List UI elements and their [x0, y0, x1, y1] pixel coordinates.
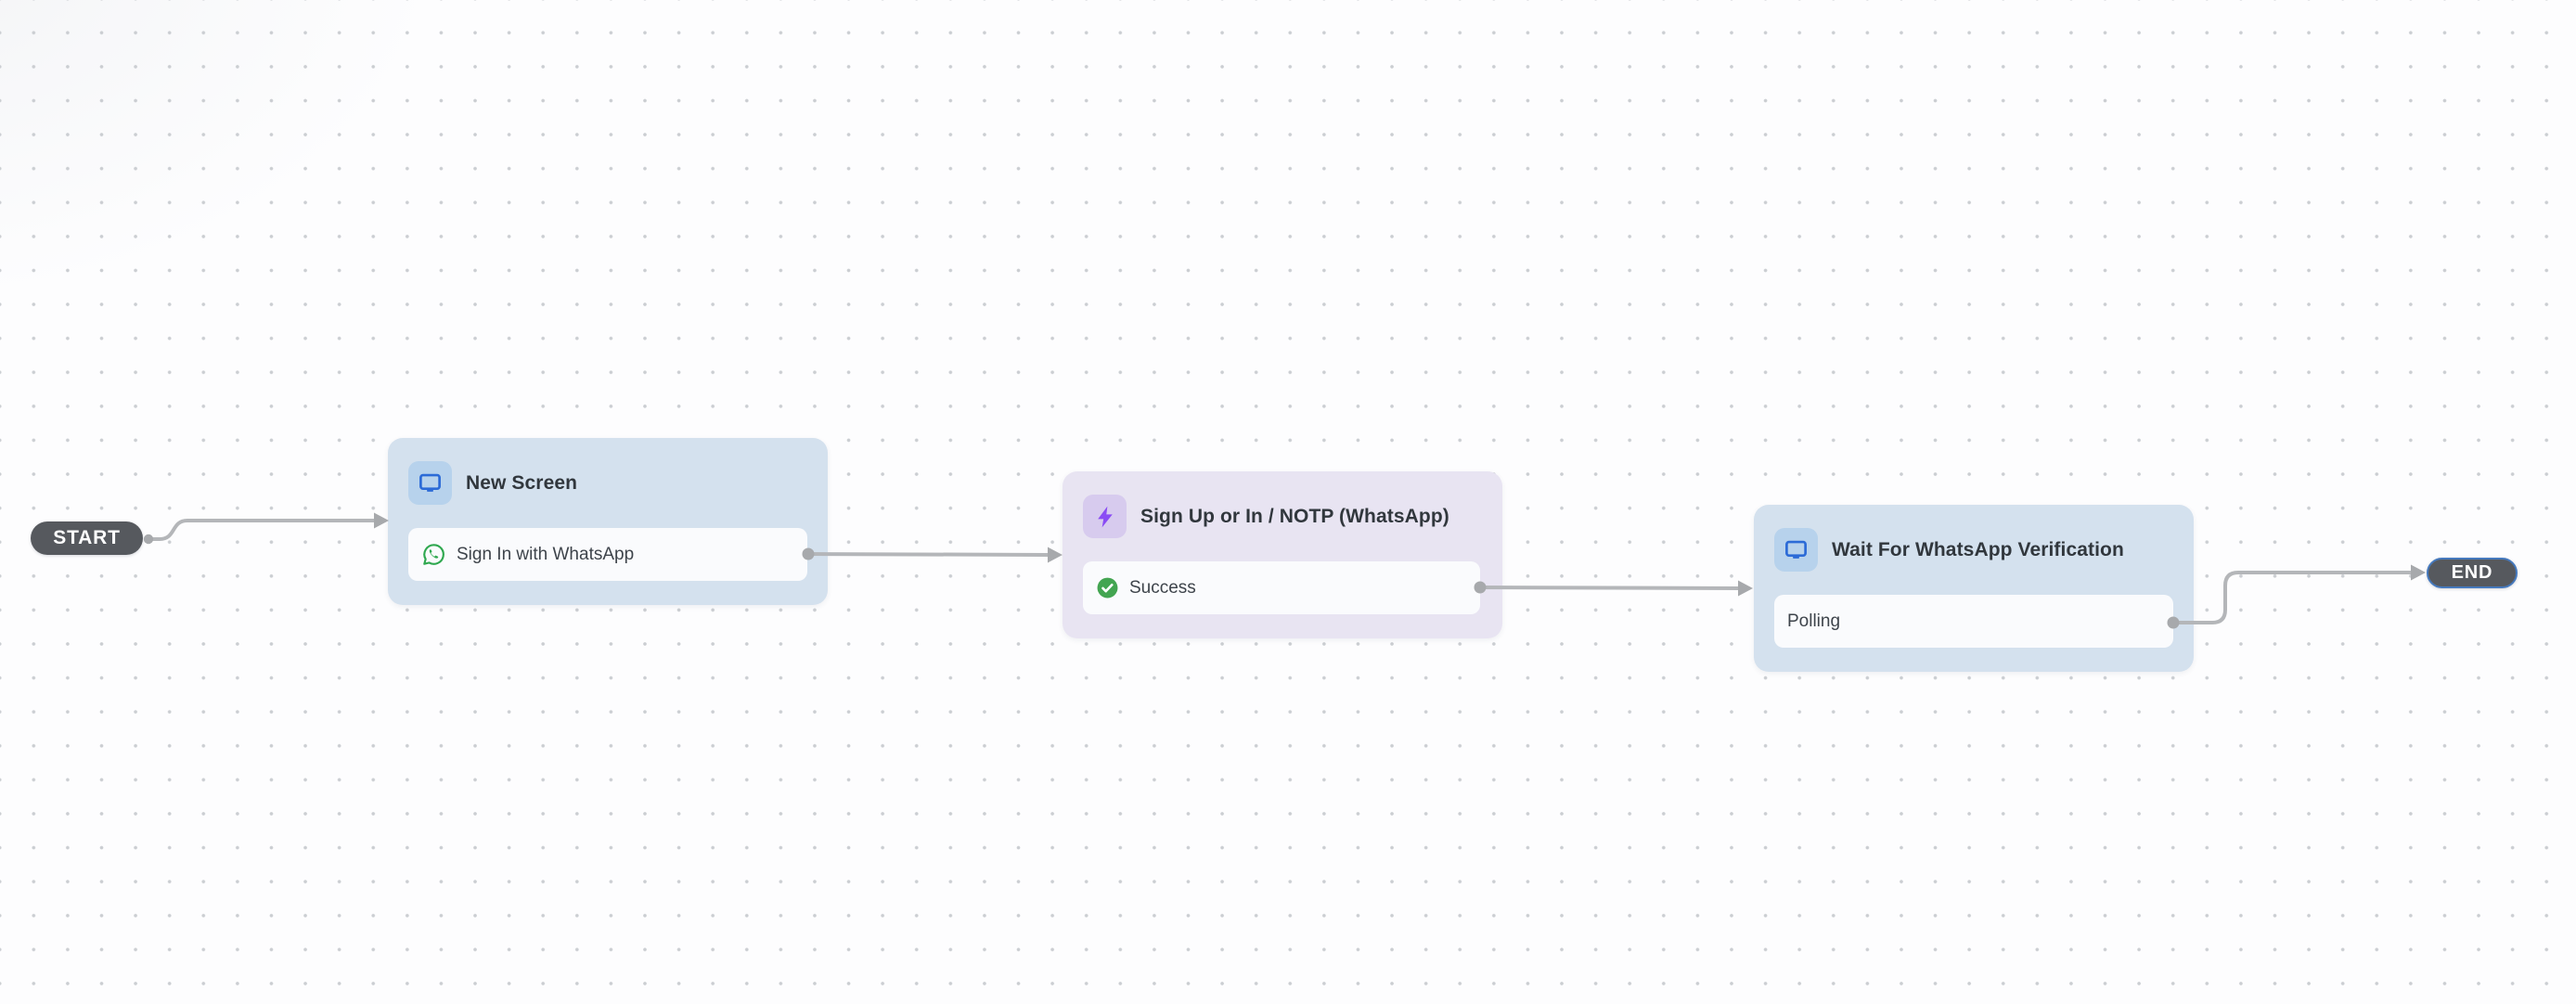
edge-new-screen-to-sign-up[interactable]: [806, 547, 1063, 563]
edge-wait-to-end[interactable]: [2171, 564, 2426, 624]
sign-up-success-output-handle[interactable]: [1474, 581, 1487, 594]
wait-polling-output-handle[interactable]: [2167, 616, 2180, 629]
row-label: Polling: [1787, 611, 1841, 631]
row-label: Success: [1129, 577, 1196, 598]
node-wait-header: Wait For WhatsApp Verification: [1774, 528, 2173, 572]
node-sign-up-or-in[interactable]: Sign Up or In / NOTP (WhatsApp) Success: [1063, 471, 1502, 638]
edge-start-to-new-screen[interactable]: [147, 512, 389, 541]
lightning-icon: [1083, 495, 1127, 538]
row-label: Sign In with WhatsApp: [457, 544, 635, 564]
node-new-screen-header: New Screen: [408, 461, 807, 505]
end-node[interactable]: END: [2427, 558, 2518, 588]
start-node[interactable]: START: [31, 521, 143, 555]
row-polling[interactable]: Polling: [1774, 595, 2173, 648]
end-node-label: END: [2451, 562, 2493, 583]
node-new-screen[interactable]: New Screen Sign In with WhatsApp: [388, 438, 828, 605]
node-wait-for-whatsapp-verification[interactable]: Wait For WhatsApp Verification Polling: [1754, 505, 2194, 672]
monitor-icon: [1774, 528, 1818, 572]
row-sign-in-with-whatsapp[interactable]: Sign In with WhatsApp: [408, 528, 807, 581]
whatsapp-icon: [421, 542, 446, 567]
check-circle-icon: [1096, 576, 1119, 599]
new-screen-output-handle[interactable]: [802, 547, 815, 560]
row-success[interactable]: Success: [1083, 561, 1480, 614]
start-node-label: START: [53, 527, 121, 548]
node-title: New Screen: [466, 471, 578, 494]
start-output-handle[interactable]: [143, 534, 154, 545]
node-sign-up-header: Sign Up or In / NOTP (WhatsApp): [1083, 495, 1482, 538]
edge-sign-up-to-wait[interactable]: [1478, 580, 1753, 597]
node-title: Sign Up or In / NOTP (WhatsApp): [1140, 505, 1449, 527]
node-title: Wait For WhatsApp Verification: [1832, 538, 2124, 560]
monitor-icon: [408, 461, 452, 505]
